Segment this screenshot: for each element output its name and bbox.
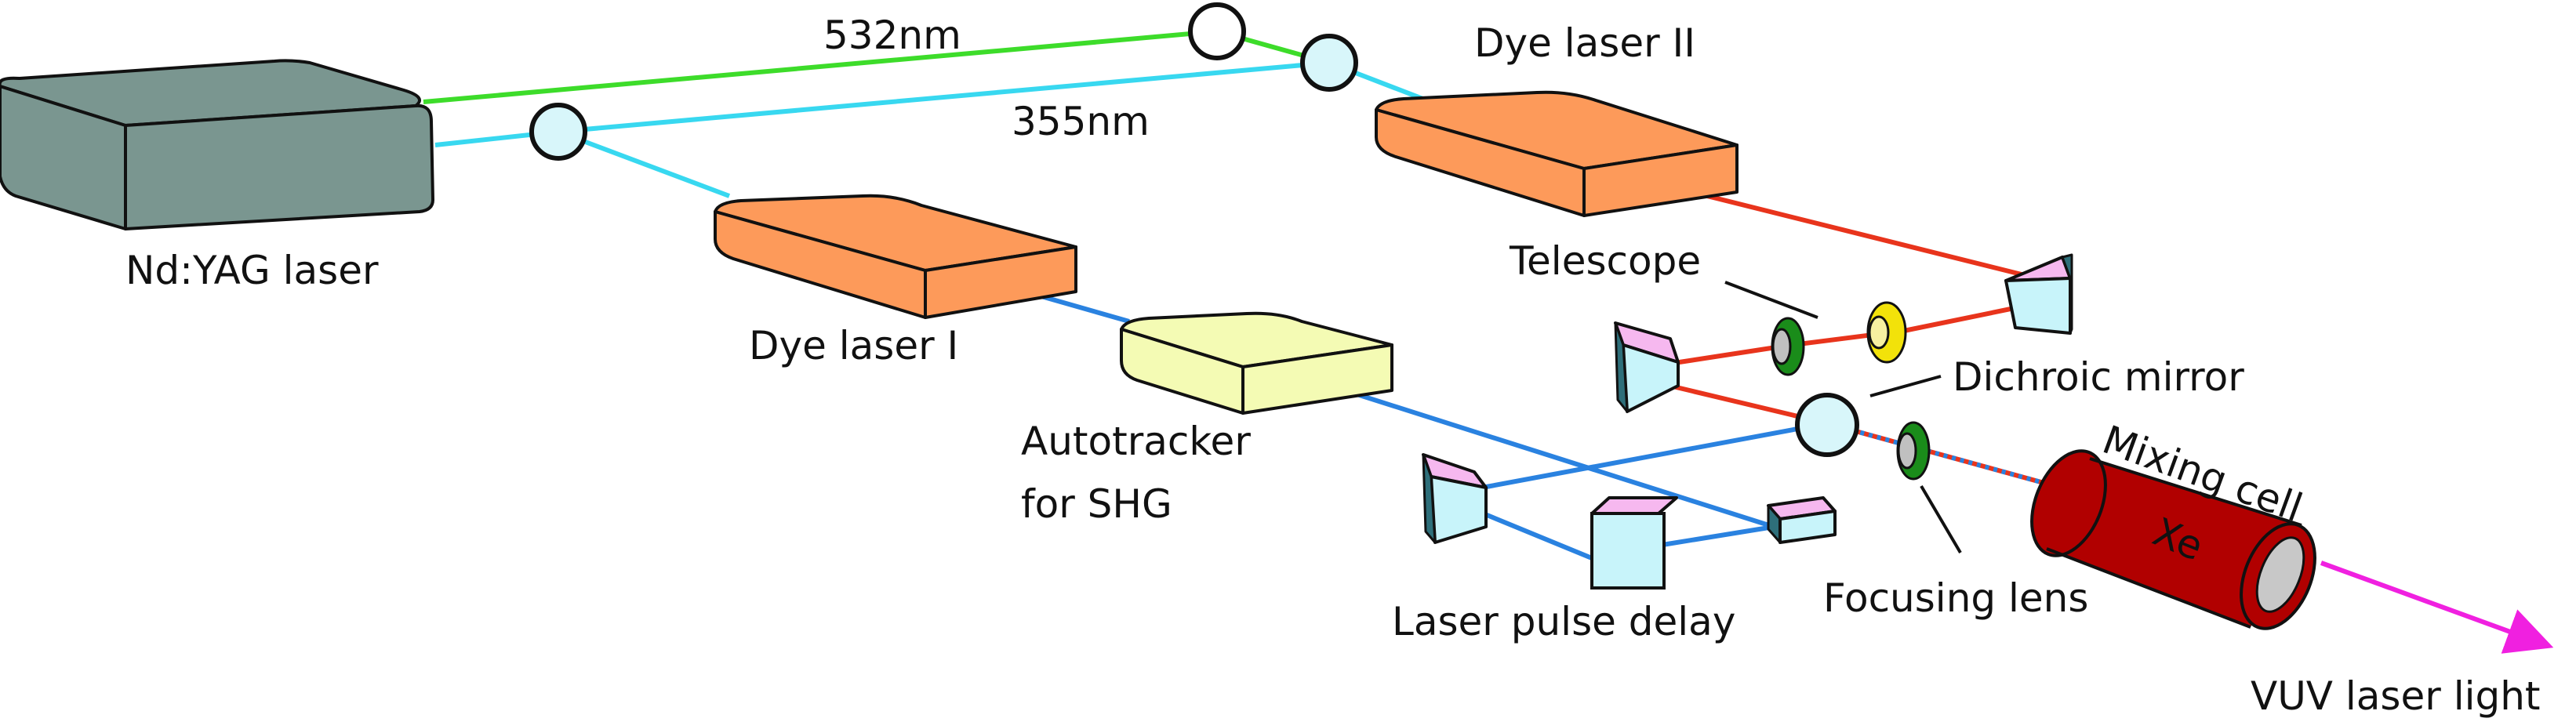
dye2-label: Dye laser II	[1474, 20, 1695, 66]
pulse-delay-label: Laser pulse delay	[1392, 599, 1735, 644]
ndyag-laser	[0, 59, 434, 230]
beam-355nm	[434, 60, 1437, 147]
ndyag-label: Nd:YAG laser	[125, 248, 379, 293]
dichroic-mirror	[1795, 393, 1859, 457]
beam-532-label: 532nm	[823, 13, 961, 58]
focusing-lens	[1896, 421, 1931, 481]
focusing-lens-label: Focusing lens	[1823, 575, 2088, 621]
beam-delay-return	[1481, 421, 1828, 490]
telescope-label: Telescope	[1509, 238, 1701, 284]
delay-stage-cube	[1590, 496, 1678, 590]
focusing-lens-leader	[1920, 484, 1962, 554]
autotracker-label-1: Autotracker	[1021, 419, 1251, 464]
prism-delay-turn	[1422, 453, 1488, 544]
telescope-leader	[1724, 281, 1818, 319]
mirror-532-turn	[1188, 2, 1246, 60]
prism-telescope-turn	[1614, 321, 1680, 413]
mixing-cell	[2030, 449, 2316, 630]
autotracker-label-2: for SHG	[1021, 481, 1172, 527]
beam-shg-output	[1317, 379, 1775, 529]
dye-laser-1	[714, 194, 1077, 319]
telescope-lens-green	[1771, 317, 1805, 376]
telescope-lens-yellow	[1866, 301, 1907, 364]
mirror-355-pickoff	[529, 103, 587, 161]
dichroic-leader	[1869, 375, 1942, 397]
vuv-label: VUV laser light	[2251, 673, 2541, 719]
mirror-355-turn	[1300, 34, 1358, 92]
beam-combined-blue	[1826, 421, 2079, 495]
dye-laser-2	[1375, 90, 1739, 217]
autotracker	[1120, 311, 1393, 415]
beam-vuv-output	[2320, 561, 2554, 654]
beam-dye2-output	[1650, 180, 2054, 285]
dichroic-label: Dichroic mirror	[1953, 354, 2244, 400]
beam-telescope-path	[1673, 299, 2046, 365]
prism-delay-retro	[1767, 496, 1837, 544]
dye1-label: Dye laser I	[749, 323, 958, 368]
beam-355-label: 355nm	[1012, 99, 1150, 144]
beam-355nm-to-dye1	[557, 129, 731, 198]
prism-dye2-turn	[2004, 253, 2073, 335]
